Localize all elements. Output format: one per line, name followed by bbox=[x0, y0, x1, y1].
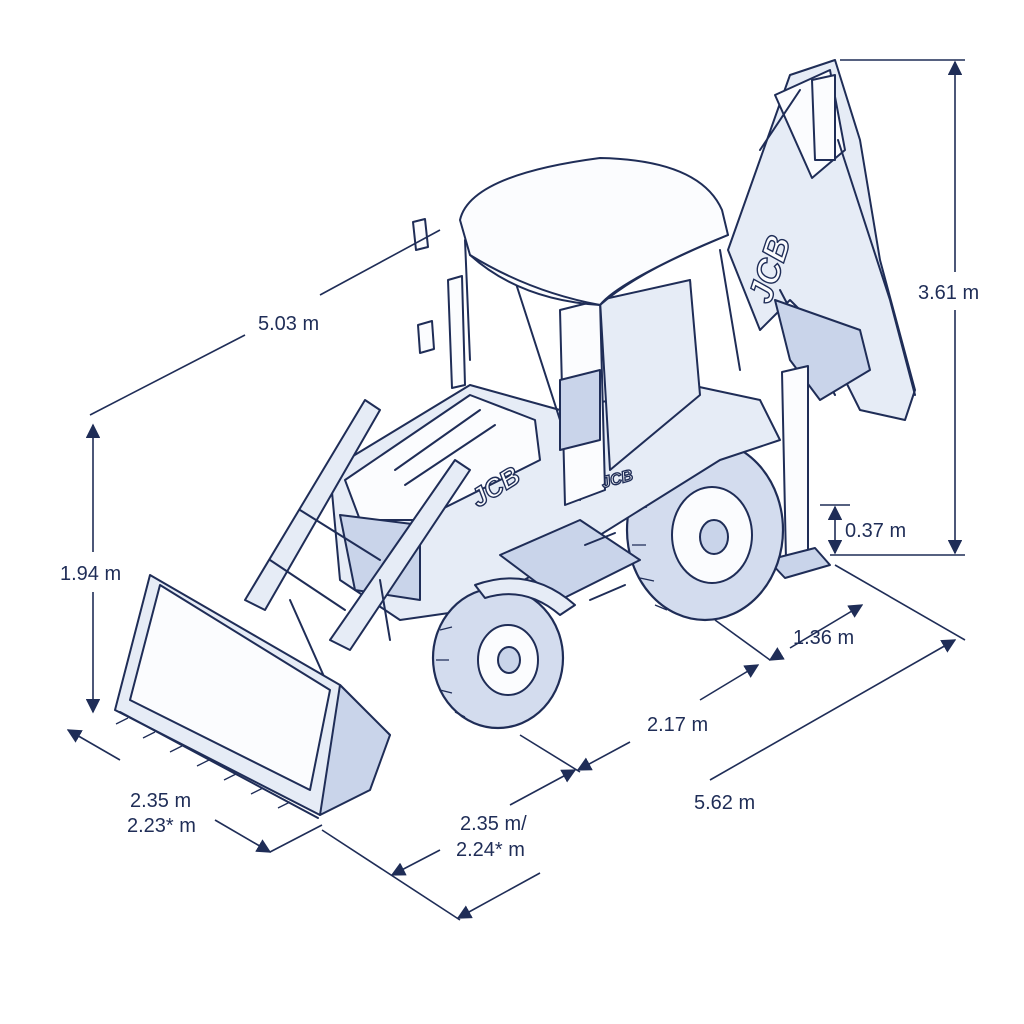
dimension-lines bbox=[66, 59, 966, 921]
label-track-width-2: 2.24* m bbox=[456, 839, 525, 861]
cab: JCB bbox=[412, 157, 741, 506]
label-rear-overhang: 1.36 m bbox=[793, 627, 854, 649]
label-overall-height: 3.61 m bbox=[918, 282, 979, 304]
loader-arms bbox=[244, 399, 471, 691]
loader-bucket bbox=[114, 574, 391, 819]
label-bucket-width-2: 2.23* m bbox=[127, 815, 196, 837]
label-loader-height: 1.94 m bbox=[60, 563, 121, 585]
backhoe-arm: JCB bbox=[727, 59, 916, 421]
label-overall-length: 5.62 m bbox=[694, 792, 755, 814]
label-wheelbase: 2.17 m bbox=[647, 714, 708, 736]
label-track-width-1: 2.35 m/ bbox=[460, 813, 527, 835]
stabilizer-leg bbox=[767, 365, 831, 579]
label-length-top: 5.03 m bbox=[258, 313, 319, 335]
door-logo: JCB bbox=[600, 467, 635, 492]
label-bucket-width-1: 2.35 m bbox=[130, 790, 191, 812]
label-ground-clearance: 0.37 m bbox=[845, 520, 906, 542]
front-wheel bbox=[431, 577, 576, 730]
